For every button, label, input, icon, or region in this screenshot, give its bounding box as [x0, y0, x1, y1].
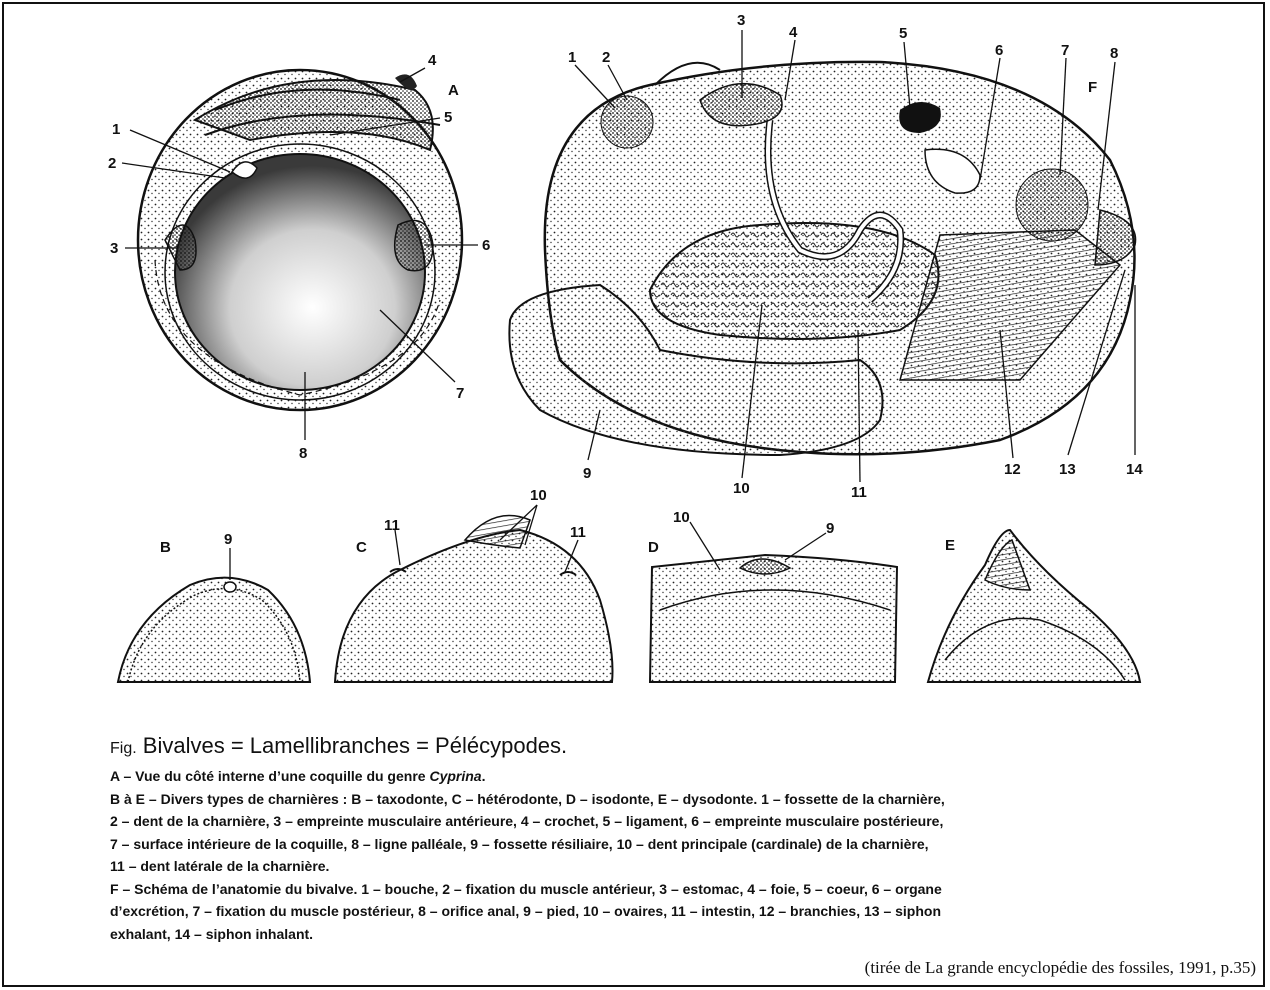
hinge-d-label-10: 10: [673, 509, 690, 526]
figure-f-label-14: 14: [1126, 461, 1143, 478]
caption-line: 11 – dent latérale de la charnière.: [110, 855, 1250, 878]
figure-a-label-1: 1: [112, 121, 120, 138]
figure-a-label-2: 2: [108, 155, 116, 172]
shell-interior-drawing: [138, 70, 462, 410]
caption-title-text: Bivalves = Lamellibranches = Pélécypodes…: [143, 733, 567, 758]
figure-f-label-12: 12: [1004, 461, 1021, 478]
figure-f-label-10: 10: [733, 480, 750, 497]
hinge-c-label-10: 10: [530, 487, 547, 504]
caption-title: Fig. Bivalves = Lamellibranches = Pélécy…: [110, 733, 1250, 762]
hinge-e-letter: E: [945, 537, 955, 554]
figure-a-label-3: 3: [110, 240, 118, 257]
hinge-d-drawing: D 10 9: [648, 509, 897, 682]
hinge-b-label-9: 9: [224, 531, 232, 548]
caption-line-a-start: A – Vue du côté interne d’une coquille d…: [110, 768, 429, 784]
figure-a-label-7: 7: [456, 385, 464, 402]
figure-f-label-6: 6: [995, 42, 1003, 59]
hinge-b-drawing: B 9: [118, 531, 310, 682]
caption-genus: Cyprina: [429, 768, 481, 784]
figure-f-label-8: 8: [1110, 45, 1118, 62]
figure-f-label-11: 11: [851, 484, 867, 501]
bivalve-illustrations: 1 2 3 4 5 6 7 8 A: [0, 0, 1270, 730]
figure-f-label-4: 4: [789, 24, 798, 41]
hinge-e-drawing: E: [928, 530, 1140, 682]
figure-a-label-5: 5: [444, 109, 452, 126]
caption-line-a: A – Vue du côté interne d’une coquille d…: [110, 765, 1250, 788]
figure-f-label-1: 1: [568, 49, 576, 66]
caption-line: 7 – surface intérieure de la coquille, 8…: [110, 833, 1250, 856]
figure-f-label-5: 5: [899, 25, 907, 42]
caption-line: exhalant, 14 – siphon inhalant.: [110, 923, 1250, 946]
figure-a-label-8: 8: [299, 445, 307, 462]
figure-caption: Fig. Bivalves = Lamellibranches = Pélécy…: [110, 733, 1250, 945]
anatomy-drawing: [509, 62, 1135, 455]
caption-line: F – Schéma de l’anatomie du bivalve. 1 –…: [110, 878, 1250, 901]
hinge-d-label-9: 9: [826, 520, 834, 537]
caption-line: B à E – Divers types de charnières : B –…: [110, 788, 1250, 811]
hinge-d-letter: D: [648, 539, 659, 556]
figure-a-label-6: 6: [482, 237, 490, 254]
caption-line-a-end: .: [482, 768, 486, 784]
figure-f-label-9: 9: [583, 465, 591, 482]
source-citation: (tirée de La grande encyclopédie des fos…: [865, 958, 1256, 978]
figure-f-letter: F: [1088, 79, 1097, 96]
hinge-c-letter: C: [356, 539, 367, 556]
hinge-b-letter: B: [160, 539, 171, 556]
figure-f-label-7: 7: [1061, 42, 1069, 59]
figure-a-label-4: 4: [428, 52, 437, 69]
figure-a-letter: A: [448, 82, 459, 99]
caption-fig-prefix: Fig.: [110, 740, 137, 757]
hinge-c-label-11-right: 11: [570, 524, 586, 541]
caption-line: 2 – dent de la charnière, 3 – empreinte …: [110, 810, 1250, 833]
figure-f-label-3: 3: [737, 12, 745, 29]
hinge-c-label-11-left: 11: [384, 517, 400, 534]
figure-f-label-13: 13: [1059, 461, 1076, 478]
caption-line: d’excrétion, 7 – fixation du muscle post…: [110, 900, 1250, 923]
hinge-c-drawing: C 10 11 11: [335, 487, 613, 682]
figure-f-label-2: 2: [602, 49, 610, 66]
